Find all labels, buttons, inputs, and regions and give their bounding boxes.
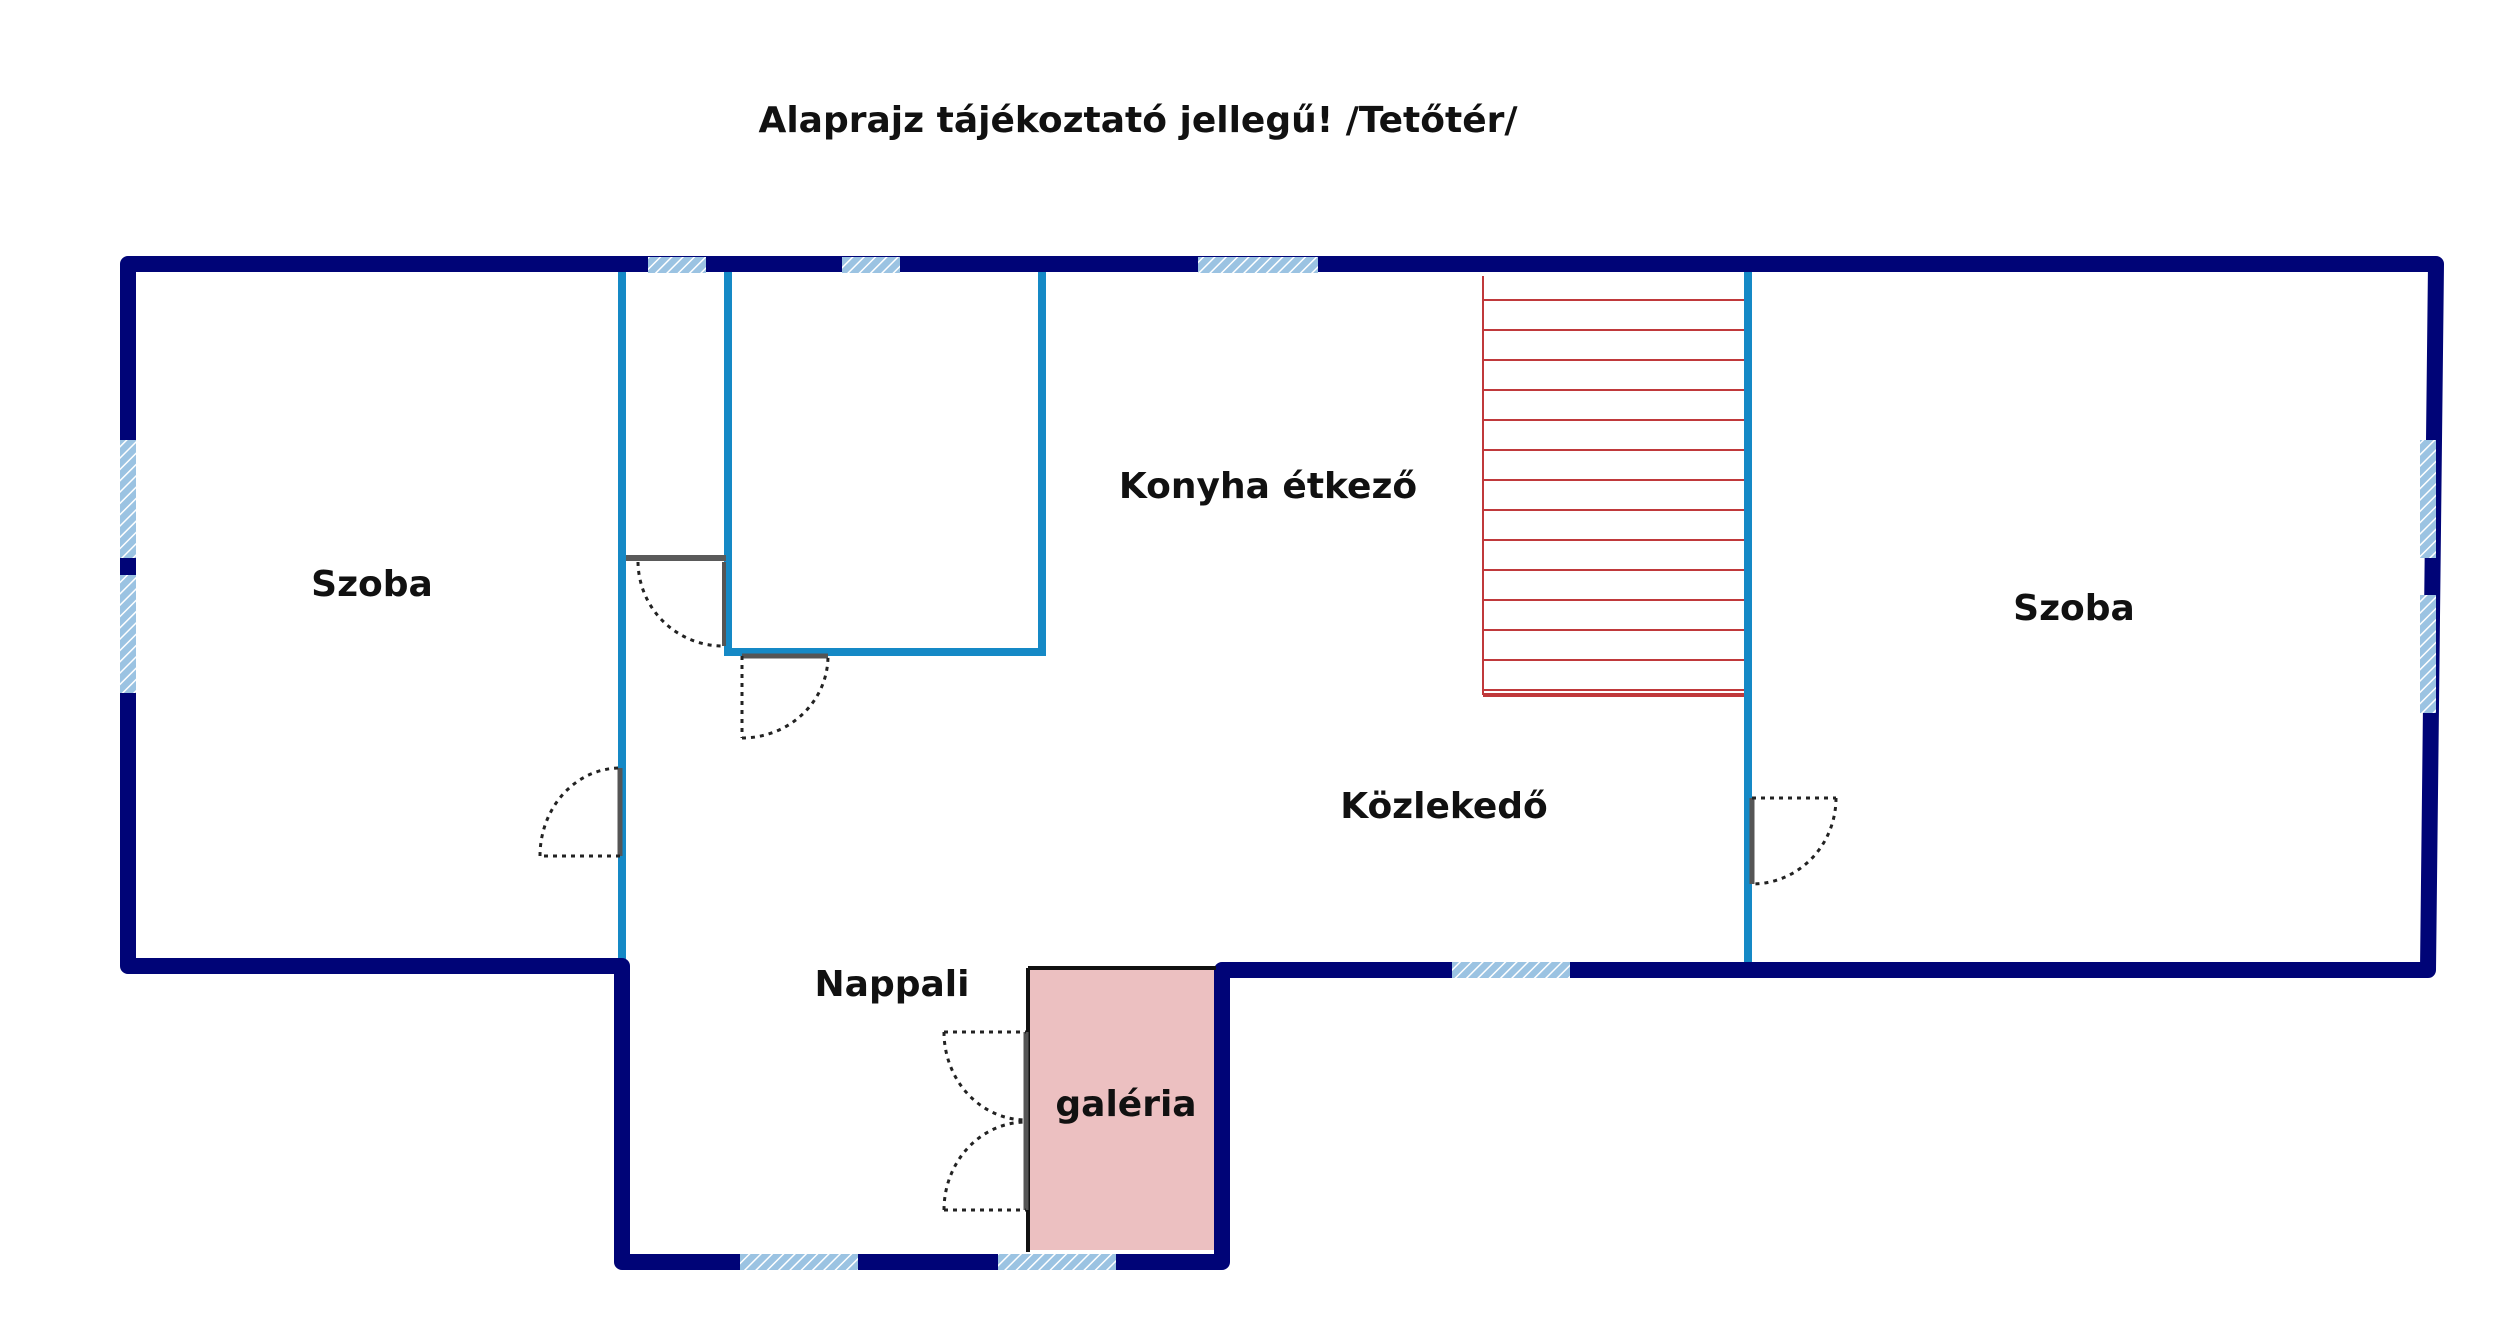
label-living-room: Nappali (815, 964, 970, 1005)
staircase (1482, 276, 1745, 697)
label-kitchen-dining: Konyha étkező (1119, 466, 1417, 507)
gallery-area (1030, 968, 1220, 1250)
window-right-2 (2420, 595, 2436, 713)
window-bottom-1 (1452, 962, 1570, 978)
window-bottom-3 (998, 1254, 1116, 1270)
door-left-room (538, 766, 623, 858)
window-top-3 (1198, 257, 1318, 273)
window-top-2 (842, 257, 900, 273)
door-bathroom (740, 653, 830, 740)
window-left-1 (120, 440, 136, 558)
label-gallery: galéria (1055, 1084, 1196, 1125)
door-right-room (1749, 796, 1838, 886)
outer-walls (120, 256, 2444, 1270)
label-right-room: Szoba (2013, 588, 2135, 629)
window-top-1 (648, 257, 706, 273)
door-storage (636, 561, 726, 648)
plan-title: Alaprajz tájékoztató jellegű! /Tetőtér/ (758, 100, 1518, 141)
window-left-2 (120, 575, 136, 693)
window-right-1 (2420, 440, 2436, 558)
label-left-room: Szoba (311, 564, 433, 605)
label-hallway: Közlekedő (1340, 786, 1548, 827)
doors (538, 561, 1838, 1212)
door-gallery (942, 1030, 1029, 1212)
inner-walls (618, 272, 1752, 964)
windows (120, 257, 2436, 1270)
window-bottom-2 (740, 1254, 858, 1270)
